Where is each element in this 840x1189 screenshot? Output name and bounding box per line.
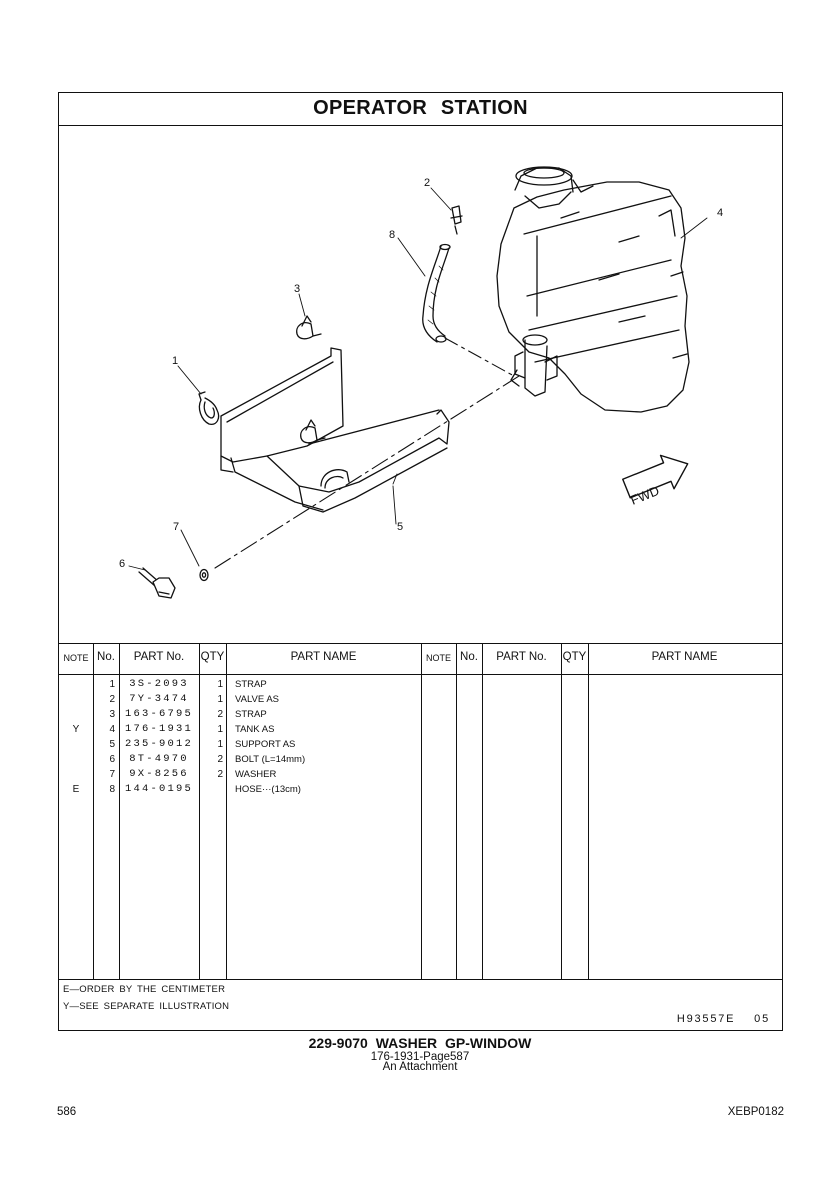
callout-6: 6 (119, 558, 125, 570)
table-row: 3 163-6795 2 STRAP (109, 708, 267, 720)
page-number: 586 (57, 1106, 77, 1118)
header-no-right: No. (460, 651, 478, 663)
tank-assembly-drawing (496, 166, 690, 413)
document-subtitle: 176-1931-Page587 (370, 1051, 470, 1063)
callout-3: 3 (294, 283, 300, 295)
callout-8: 8 (389, 229, 395, 241)
section-title: OPERATOR STATION (59, 93, 782, 126)
header-part-name-right: PART NAME (651, 651, 718, 663)
table-row: 7 9X-8256 2 WASHER (109, 768, 277, 780)
header-qty-right: QTY (562, 651, 587, 663)
valve-drawing (450, 205, 463, 235)
document-code: XEBP0182 (727, 1106, 784, 1118)
hose-drawing (422, 243, 451, 343)
header-no: No. (97, 651, 115, 663)
bolt-drawing (138, 567, 176, 599)
table-row: 2 7Y-3474 1 VALVE AS (109, 693, 280, 705)
table-row: 5 235-9012 1 SUPPORT AS (109, 738, 296, 750)
table-bottom-rule (59, 979, 782, 980)
header-part-no: PART No. (133, 651, 185, 663)
header-qty: QTY (200, 651, 225, 663)
clip-strap-drawing (198, 391, 220, 425)
footnote-e: E—ORDER BY THE CENTIMETER (63, 984, 226, 995)
parts-table-header (59, 643, 782, 675)
support-bracket-drawing (220, 347, 450, 513)
header-note-right: NOTE (425, 653, 451, 663)
callout-4: 4 (717, 207, 723, 219)
washer-drawing (199, 568, 209, 582)
document-title: 229-9070 WASHER GP-WINDOW (308, 1035, 532, 1051)
exploded-view-illustration: 1 2 3 4 5 6 7 8 FWD (119, 166, 723, 599)
callout-1: 1 (172, 355, 178, 367)
footnote-y: Y—SEE SEPARATE ILLUSTRATION (63, 1001, 230, 1012)
table-row: Y 4 176-1931 1 TANK AS (72, 723, 275, 735)
header-part-no-right: PART No. (496, 651, 547, 663)
illustration-reference: H93557E 05 (676, 1013, 770, 1025)
callout-2: 2 (424, 177, 430, 189)
header-note: NOTE (63, 653, 89, 663)
table-row: E 8 144-0195 HOSE···(13cm) (72, 783, 301, 795)
header-part-name: PART NAME (290, 651, 357, 663)
forward-arrow-icon (622, 454, 689, 499)
parts-page-frame: OPERATOR STATION (58, 92, 783, 1031)
callout-7: 7 (173, 521, 179, 533)
strap-drawing (296, 315, 326, 444)
document-attachment: An Attachment (382, 1061, 458, 1073)
table-row: 1 3S-2093 1 STRAP (109, 678, 267, 690)
callout-5: 5 (397, 521, 403, 533)
table-row: 6 8T-4970 2 BOLT (L=14mm) (109, 753, 306, 765)
